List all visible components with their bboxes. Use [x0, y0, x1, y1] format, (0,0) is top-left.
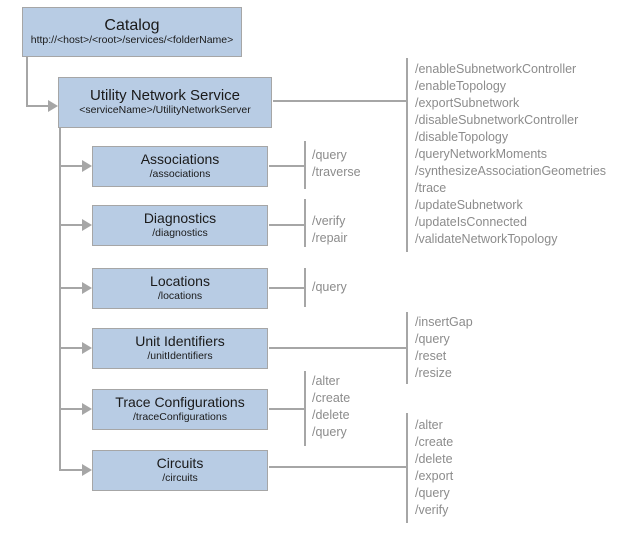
ops-bracket-line [406, 58, 408, 252]
node-trace-configurations-title: Trace Configurations [115, 394, 245, 411]
arrow-right-icon [82, 342, 92, 354]
operation-label: /updateSubnetwork [415, 198, 523, 212]
connector-branch-line [59, 408, 83, 410]
node-diagnostics: Diagnostics /diagnostics [92, 205, 268, 246]
operation-label: /query [312, 425, 347, 439]
operation-label: /enableTopology [415, 79, 507, 93]
operation-label: /verify [312, 214, 346, 228]
connector-branch-line [59, 469, 83, 471]
ops-bracket-line [406, 312, 408, 384]
node-circuits-title: Circuits [156, 455, 204, 472]
node-unit-identifiers-title: Unit Identifiers [135, 333, 225, 350]
circuits-operations-list: /alter/create/delete/export/query/verify [415, 417, 453, 519]
connector-ops-line [269, 287, 305, 289]
operation-label: /trace [415, 181, 447, 195]
operation-label: /query [312, 148, 347, 162]
connector-ops-line [269, 224, 305, 226]
node-associations-subtitle: /associations [149, 167, 211, 180]
operation-label: /create [312, 391, 351, 405]
ops-bracket-line [304, 371, 306, 446]
ops-bracket-line [304, 199, 306, 247]
trace-configurations-operations-list: /alter/create/delete/query [312, 373, 350, 441]
locations-operations-list: /query [312, 279, 347, 296]
operation-label: /synthesizeAssociationGeometries [415, 164, 607, 178]
node-unit-identifiers-subtitle: /unitIdentifiers [147, 349, 213, 362]
node-circuits: Circuits /circuits [92, 450, 268, 491]
connector-catalog-line [26, 57, 28, 106]
operation-label: /disableSubnetworkController [415, 113, 579, 127]
node-locations-subtitle: /locations [157, 289, 203, 302]
node-associations: Associations /associations [92, 146, 268, 187]
operation-label: /delete [312, 408, 350, 422]
operation-label: /queryNetworkMoments [415, 147, 547, 161]
node-trace-configurations-subtitle: /traceConfigurations [133, 410, 227, 423]
operation-label: /traverse [312, 165, 361, 179]
connector-trunk-line [59, 128, 61, 471]
node-circuits-subtitle: /circuits [162, 471, 198, 484]
operation-label: /insertGap [415, 315, 473, 329]
operation-label: /alter [312, 374, 340, 388]
arrow-right-icon [82, 464, 92, 476]
unit-identifiers-operations-list: /insertGap/query/reset/resize [415, 314, 473, 382]
operation-label: /validateNetworkTopology [415, 232, 558, 246]
connector-catalog-line [26, 105, 48, 107]
arrow-right-icon [82, 160, 92, 172]
connector-ops-line [269, 347, 407, 349]
operation-label: /query [312, 280, 347, 294]
operation-label: /alter [415, 418, 443, 432]
node-trace-configurations: Trace Configurations /traceConfiguration… [92, 389, 268, 430]
operation-label: /updateIsConnected [415, 215, 527, 229]
connector-branch-line [59, 165, 83, 167]
operation-label: /query [415, 486, 450, 500]
operation-label: /repair [312, 231, 348, 245]
operation-label: /query [415, 332, 450, 346]
node-utility-network-service-title: Utility Network Service [89, 86, 241, 104]
arrow-right-icon [82, 219, 92, 231]
node-catalog: Catalog http://<host>/<root>/services/<f… [22, 7, 242, 57]
operation-label: /create [415, 435, 454, 449]
operation-label: /verify [415, 503, 449, 517]
operation-label: /export [415, 469, 454, 483]
node-diagnostics-subtitle: /diagnostics [152, 226, 208, 239]
node-catalog-subtitle: http://<host>/<root>/services/<folderNam… [30, 34, 234, 47]
connector-ops-line [273, 100, 407, 102]
operation-label: /disableTopology [415, 130, 509, 144]
connector-branch-line [59, 347, 83, 349]
associations-operations-list: /query/traverse [312, 147, 361, 181]
node-utility-network-service-subtitle: <serviceName>/UtilityNetworkServer [79, 104, 251, 117]
operation-label: /enableSubnetworkController [415, 62, 577, 76]
operation-label: /exportSubnetwork [415, 96, 520, 110]
ops-bracket-line [304, 141, 306, 189]
connector-ops-line [269, 466, 407, 468]
ops-bracket-line [406, 413, 408, 523]
diagnostics-operations-list: /verify/repair [312, 213, 347, 247]
arrow-right-icon [82, 282, 92, 294]
arrow-right-icon [48, 100, 58, 112]
operation-label: /reset [415, 349, 447, 363]
node-associations-title: Associations [140, 151, 220, 168]
ops-bracket-line [304, 268, 306, 307]
node-unit-identifiers: Unit Identifiers /unitIdentifiers [92, 328, 268, 369]
node-catalog-title: Catalog [104, 16, 160, 34]
connector-branch-line [59, 224, 83, 226]
node-locations: Locations /locations [92, 268, 268, 309]
operation-label: /resize [415, 366, 452, 380]
node-diagnostics-title: Diagnostics [143, 210, 217, 227]
node-locations-title: Locations [150, 273, 210, 290]
node-utility-network-service: Utility Network Service <serviceName>/Ut… [58, 77, 272, 128]
connector-ops-line [269, 408, 305, 410]
uns-operations-list: /enableSubnetworkController/enableTopolo… [415, 61, 606, 248]
connector-ops-line [269, 165, 305, 167]
arrow-right-icon [82, 403, 92, 415]
operation-label: /delete [415, 452, 453, 466]
connector-branch-line [59, 287, 83, 289]
